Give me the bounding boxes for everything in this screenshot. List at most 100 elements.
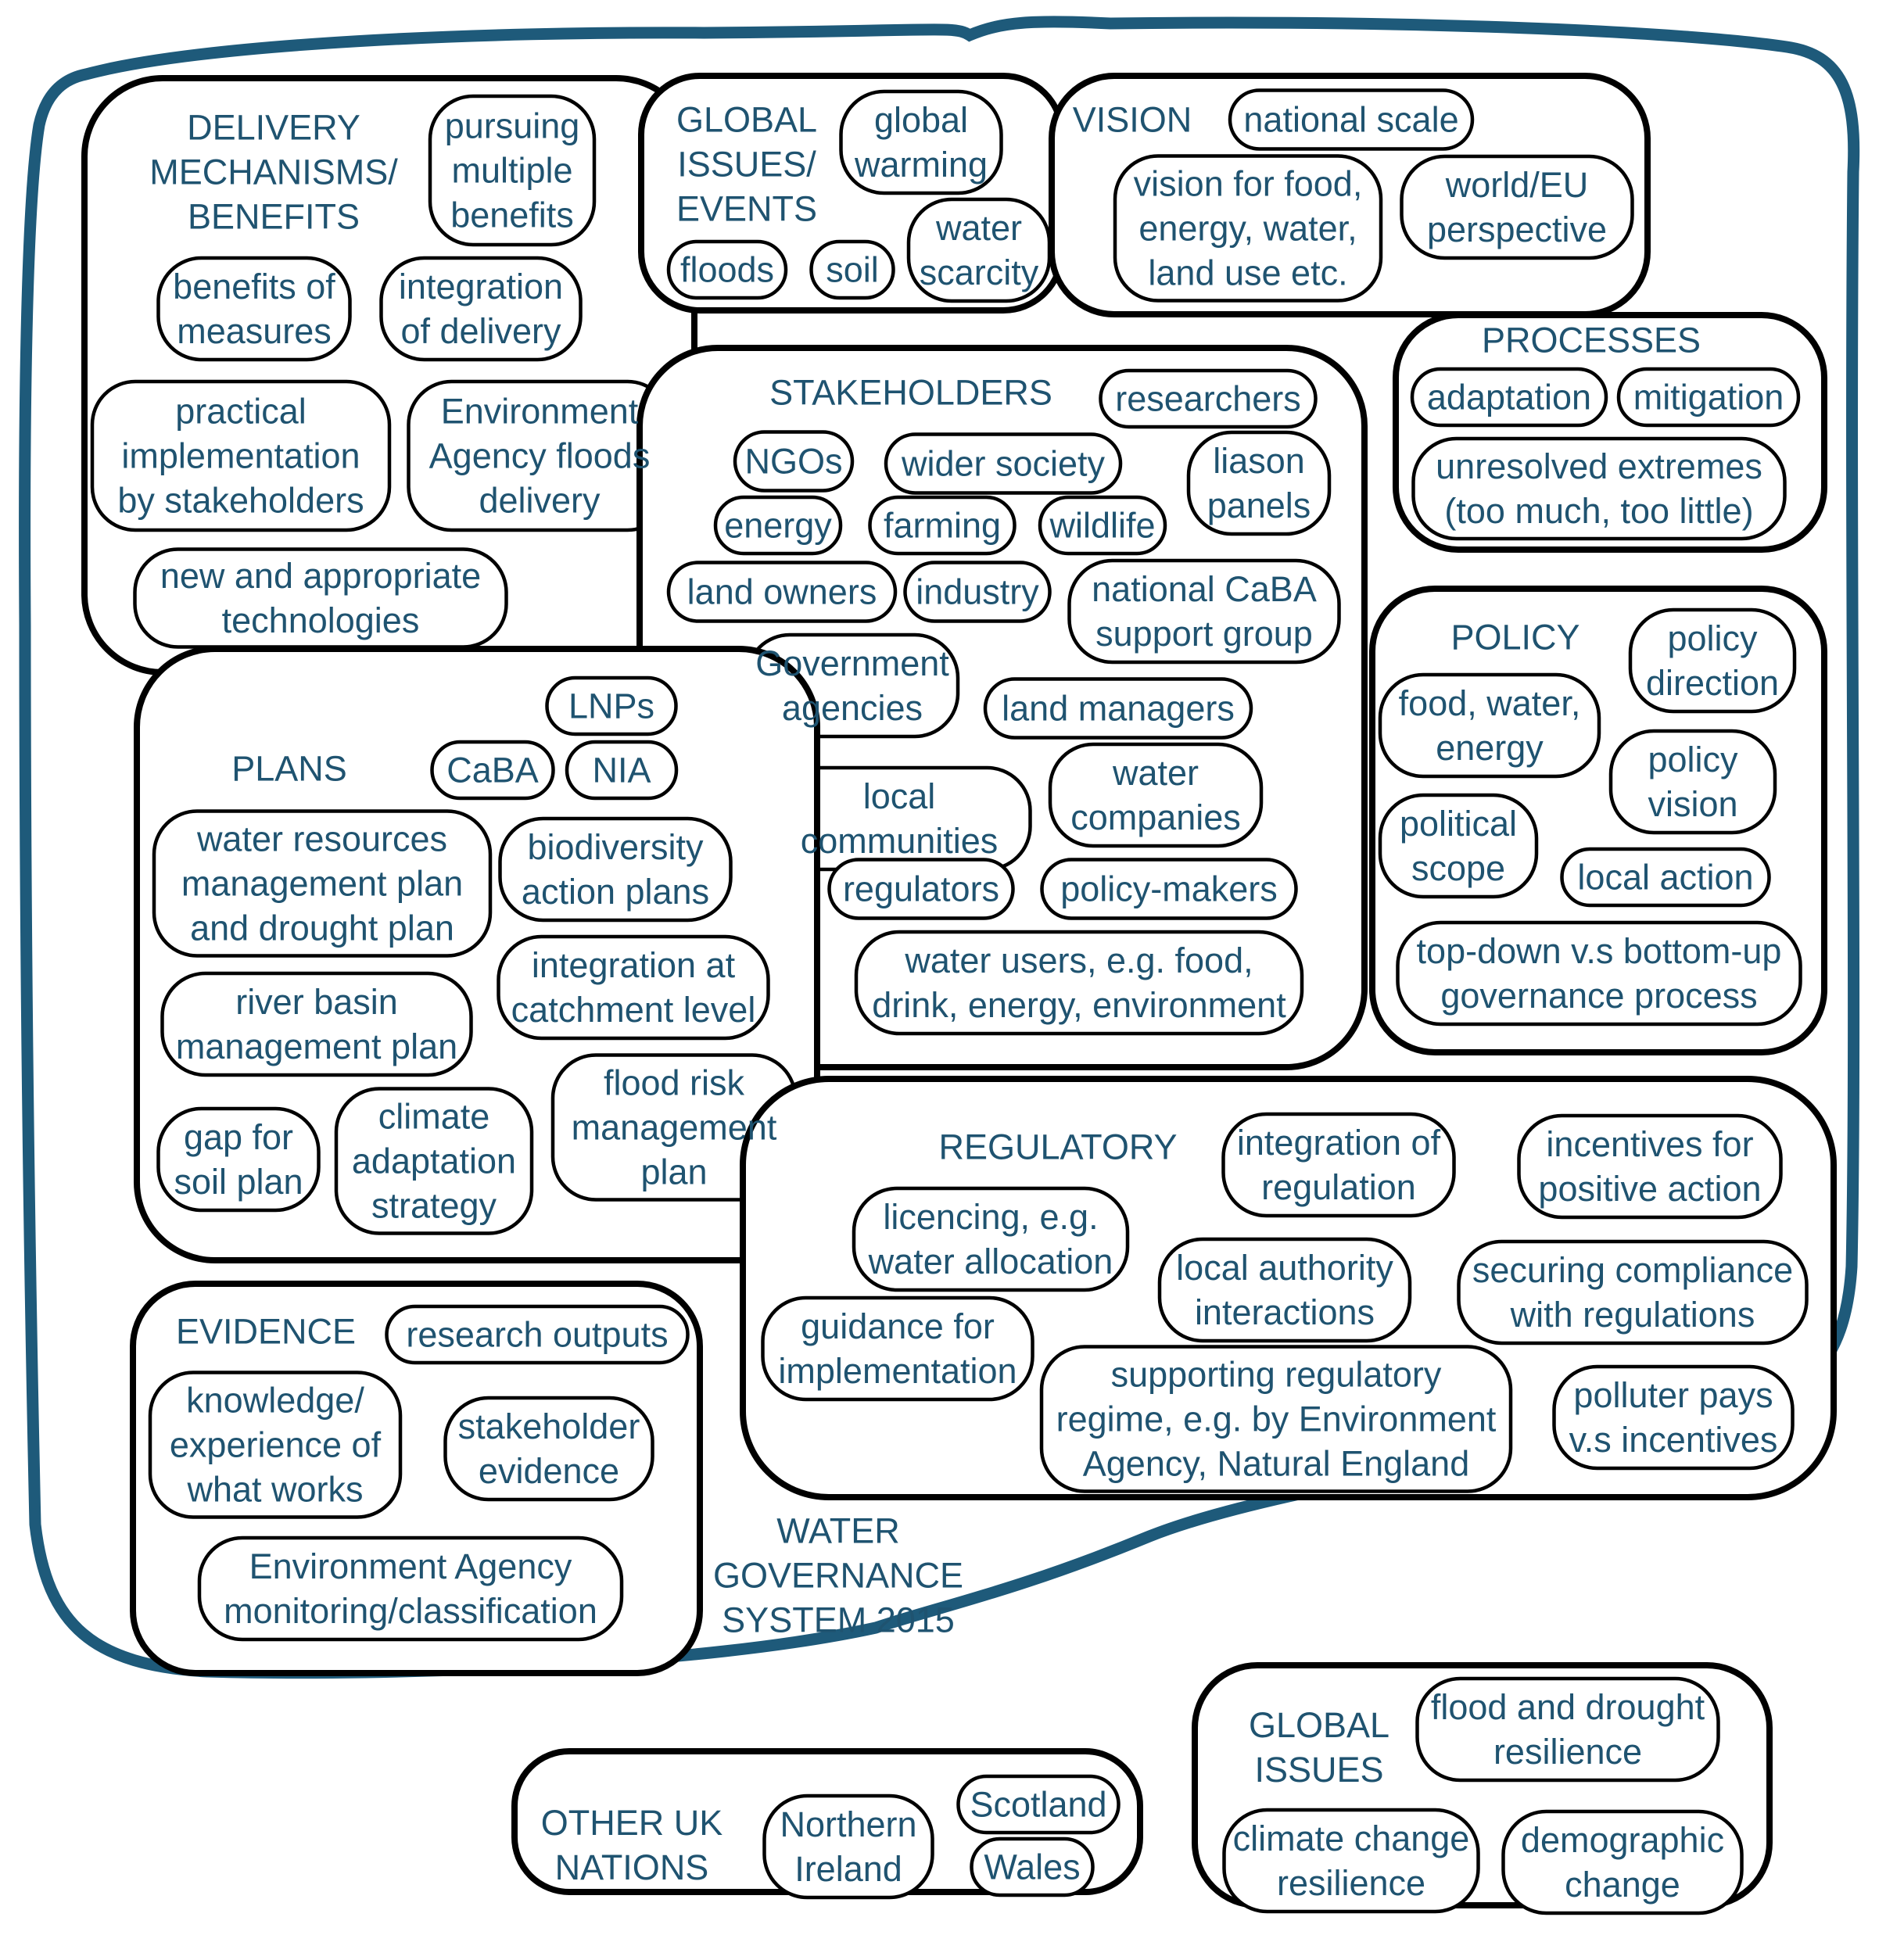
concept-label: mitigation <box>1633 375 1784 420</box>
concept-bubble <box>498 816 733 923</box>
group-title-delivery-line: DELIVERY <box>187 107 360 148</box>
concept-bubble <box>156 256 352 362</box>
concept-bubble <box>1157 1237 1412 1343</box>
concept-label: local action <box>1577 855 1753 900</box>
concept-bubble <box>1222 1808 1480 1914</box>
group-title-stakeholders-line: STAKEHOLDERS <box>769 372 1052 413</box>
concept-label-line: water <box>1112 753 1199 793</box>
concept-label-line: delivery <box>479 480 601 521</box>
concept-label-line: pursuing <box>444 106 580 146</box>
concept-label-line: researchers <box>1115 378 1301 419</box>
concept-bubble <box>1608 729 1777 835</box>
concept-label: benefits of measures <box>173 264 335 353</box>
concept-label-line: Government <box>755 643 949 683</box>
concept-label-line: demographic <box>1520 1820 1725 1860</box>
concept-bubble <box>733 430 855 493</box>
concept-label-line: wildlife <box>1049 505 1156 546</box>
concept-label-line: regime, e.g. by Environment <box>1056 1399 1497 1439</box>
concept-bubble <box>1228 88 1475 151</box>
group-title-policy: POLICY <box>1450 615 1579 660</box>
concept-label-line: securing compliance <box>1472 1250 1794 1290</box>
concept-label-line: unresolved extremes <box>1436 446 1762 486</box>
concept-label-line: integration at <box>531 945 736 985</box>
concept-label-line: integration of <box>1236 1123 1441 1163</box>
concept-bubble <box>160 971 473 1077</box>
concept-label-line: measures <box>177 311 332 351</box>
concept-label-line: implementation <box>778 1351 1017 1391</box>
concept-label-line: new and appropriate <box>160 556 482 596</box>
concept-label-line: direction <box>1645 663 1780 703</box>
concept-label-line: Wales <box>984 1847 1081 1887</box>
concept-label-line: floods <box>679 249 775 290</box>
group-title-global-issues-line: ISSUES <box>1254 1750 1384 1790</box>
concept-label-line: climate <box>378 1096 490 1137</box>
concept-bubble <box>868 495 1017 556</box>
concept-label: research outputs <box>406 1313 668 1357</box>
concept-label: adaptation <box>1427 375 1591 420</box>
concept-bubble <box>497 934 770 1041</box>
group-title-evidence: EVIDENCE <box>176 1310 356 1354</box>
concept-label: water users, e.g. food,drink, energy, en… <box>872 938 1285 1027</box>
concept-label-line: global <box>873 100 969 140</box>
concept-label-line: soil plan <box>174 1162 303 1202</box>
concept-label-line: stakeholder <box>457 1406 640 1446</box>
concept-label-line: Northern <box>780 1804 917 1844</box>
concept-bubble <box>152 809 493 958</box>
concept-label-line: benefits of <box>173 267 335 306</box>
concept-bubble <box>1415 1676 1720 1783</box>
group-title-plans: PLANS <box>231 747 347 791</box>
system-title-line: WATER <box>776 1510 900 1551</box>
concept-label-line: adaptation <box>1426 377 1592 417</box>
concept-bubble <box>884 432 1123 495</box>
group-title-stakeholders: STAKEHOLDERS <box>769 371 1052 415</box>
concept-bubble <box>852 1186 1130 1292</box>
group-title-evidence-line: EVIDENCE <box>175 1311 357 1352</box>
concept-label-line: agencies <box>781 688 923 728</box>
concept-bubble <box>809 239 895 300</box>
concept-bubble <box>1048 742 1264 848</box>
concept-label: farming <box>884 503 1001 548</box>
concept-label: CaBA <box>446 748 539 793</box>
concept-label-line: vision for food, <box>1133 163 1363 204</box>
concept-bubble <box>827 858 1015 920</box>
concept-label-line: of delivery <box>400 311 561 351</box>
concept-bubble <box>428 94 597 247</box>
concept-bubble <box>1501 1809 1744 1915</box>
concept-label: industry <box>916 570 1039 615</box>
concept-label-line: mitigation <box>1633 377 1784 417</box>
concept-label-line: practical <box>175 391 307 432</box>
concept-bubble <box>1400 154 1634 260</box>
concept-bubble <box>1410 367 1608 428</box>
concept-label-line: positive action <box>1538 1169 1762 1209</box>
concept-bubble <box>1113 154 1383 303</box>
concept-label-line: interactions <box>1194 1292 1375 1332</box>
concept-bubble <box>1517 1113 1783 1220</box>
group-title-other-uk-line: OTHER UK <box>540 1803 723 1843</box>
concept-label-line: farming <box>883 505 1002 546</box>
concept-bubble <box>1457 1239 1809 1346</box>
concept-label-line: policy <box>1648 740 1738 779</box>
concept-label: NGOs <box>744 439 842 484</box>
concept-label-line: by stakeholders <box>117 480 364 521</box>
concept-label-line: policy-makers <box>1060 869 1278 909</box>
concept-label: energy <box>724 503 832 548</box>
concept-label: Government agencies <box>755 641 949 730</box>
concept-bubble <box>956 1774 1121 1835</box>
concept-bubble <box>762 1793 934 1900</box>
concept-bubble <box>385 1304 690 1365</box>
concept-bubble <box>713 495 843 556</box>
concept-label-line: polluter pays <box>1573 1375 1773 1415</box>
